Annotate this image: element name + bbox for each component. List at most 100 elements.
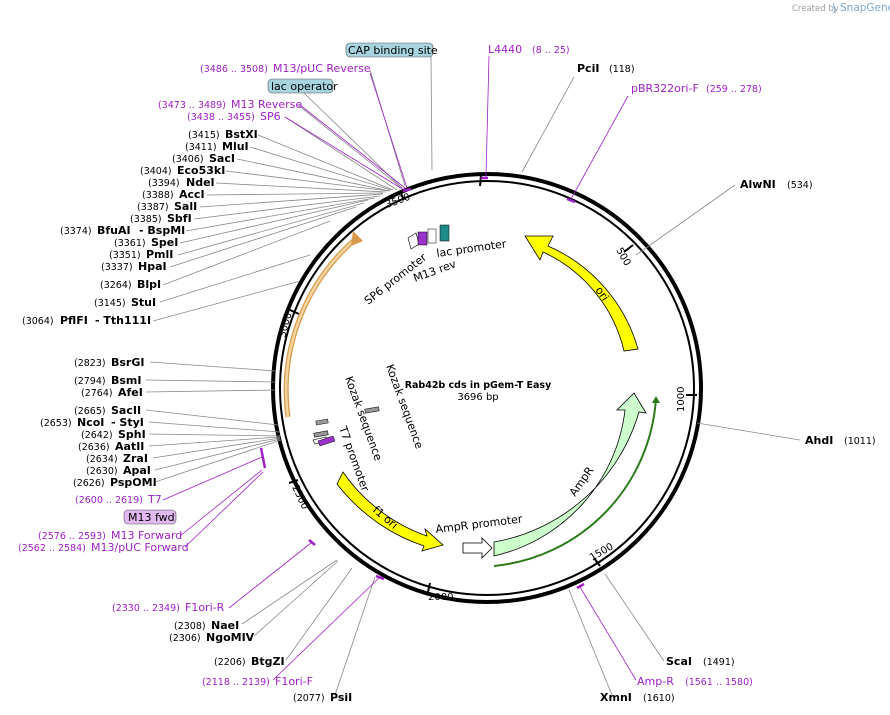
- primer-name: pBR322ori-F: [631, 82, 699, 95]
- enzyme-name: BsmI: [111, 374, 142, 387]
- enzyme-pos: (2764): [81, 388, 113, 399]
- primer-name: F1ori-F: [275, 675, 313, 688]
- enzyme-pos: (2823): [74, 358, 106, 369]
- enzyme-name: Eco53kI: [177, 164, 225, 177]
- enzyme-name: BfuAI: [97, 224, 131, 237]
- enzyme-name: ScaI: [666, 655, 692, 668]
- kozak-feature-1: [315, 418, 329, 426]
- primer-pos: (2600 .. 2619): [75, 495, 143, 506]
- cap-binding-feature: [439, 224, 450, 242]
- primer-pos: (8 .. 25): [532, 45, 570, 56]
- m13-rev-feature: [417, 231, 428, 246]
- enzyme-name: SacI: [209, 152, 235, 165]
- f1-ori-arrow: [336, 471, 444, 552]
- enzyme-pos: (3394): [148, 178, 180, 189]
- enzyme-pos: (3361): [114, 238, 146, 249]
- enzyme-name: PmlI: [146, 248, 173, 261]
- m13-fwd-box: [123, 509, 177, 525]
- cap-binding-site-box: [345, 42, 434, 58]
- enzyme-name-extra: - BspMI: [139, 224, 185, 237]
- enzyme-name: BlpI: [137, 278, 161, 291]
- backbone-outer: [271, 172, 703, 604]
- t7-feature: [317, 435, 336, 447]
- enzyme-name: SpeI: [151, 236, 178, 249]
- tick-label-3500: 3500: [384, 192, 412, 211]
- enzyme-name: BsrGI: [111, 356, 144, 369]
- enzyme-name: NdeI: [186, 176, 215, 189]
- enzyme-name: SalI: [174, 200, 197, 213]
- m13-fwd-label: M13 fwd: [128, 511, 175, 524]
- enzyme-pos: (3264): [100, 280, 132, 291]
- sp6-region-arc-inner: [285, 236, 359, 418]
- enzyme-name: AhdI: [805, 434, 833, 447]
- enzyme-pos: (3415): [188, 130, 220, 141]
- enzyme-name: PsiI: [330, 691, 352, 704]
- credit-created-by: Created by: [792, 4, 839, 14]
- enzyme-name: PflFI: [60, 314, 88, 327]
- primers-right: L4440 (8 .. 25) pBR322ori-F (259 .. 278)…: [488, 43, 762, 688]
- enzyme-pos: (3404): [140, 166, 172, 177]
- primer-name: M13/pUC Forward: [91, 541, 189, 554]
- enzyme-name: SphI: [118, 428, 146, 441]
- primer-pos: (2576 .. 2593): [38, 531, 106, 542]
- snapgene-logo-icon: ⟆: [832, 3, 836, 14]
- sp6-promoter-arrow: [407, 232, 420, 250]
- enzyme-name: AccI: [179, 188, 205, 201]
- primer-name: M13/pUC Reverse: [273, 62, 371, 75]
- enzyme-pos: (3337): [101, 262, 133, 273]
- enzyme-pos: (3406): [172, 154, 204, 165]
- primer-name: T7: [147, 493, 162, 506]
- tick-label-1000: 1000: [676, 387, 687, 412]
- enzymes-right: PciI (118) AlwNI (534) AhdI (1011) ScaI …: [577, 62, 876, 668]
- primer-name: SP6: [260, 110, 281, 123]
- primer-name: M13 Reverse: [231, 98, 302, 111]
- enzyme-name: ApaI: [123, 464, 151, 477]
- enzyme-pos: (2077): [293, 693, 325, 704]
- lac-operator-feature: [427, 228, 437, 244]
- cap-binding-site-label: CAP binding site: [348, 44, 438, 57]
- primer-pos: (1561 .. 1580): [685, 677, 753, 688]
- enzyme-name-extra: - Tth111I: [95, 314, 151, 327]
- plasmid-title: Rab42b cds in pGem-T Easy: [405, 380, 552, 391]
- enzyme-pos: (3064): [22, 316, 54, 327]
- enzyme-name-extra: - StyI: [111, 416, 144, 429]
- credit-brand: SnapGene: [840, 2, 890, 14]
- enzyme-pos: (3411): [185, 142, 217, 153]
- enzyme-pos: (2794): [74, 376, 106, 387]
- enzyme-pos: (534): [787, 180, 813, 191]
- enzyme-name: BstXI: [225, 128, 258, 141]
- sp6-region-arrowhead: [351, 231, 363, 246]
- enzyme-name: NcoI: [77, 416, 104, 429]
- enzyme-pos: (2634): [86, 454, 118, 465]
- enzyme-name: PspOMI: [110, 476, 157, 489]
- enzyme-pos: (2636): [78, 442, 110, 453]
- enzyme-name: AlwNI: [740, 178, 776, 191]
- kozak-feature-2: [313, 430, 329, 438]
- primers-left: (3486 .. 3508) M13/pUC Reverse (3473 .. …: [18, 62, 371, 688]
- enzyme-pos: (2653): [40, 418, 72, 429]
- primer-name: Amp-R: [637, 675, 674, 688]
- enzyme-pos: (3385): [130, 214, 162, 225]
- enzyme-name: NgoMIV: [206, 631, 255, 644]
- plasmid-length: 3696 bp: [457, 392, 498, 403]
- enzyme-pos: (2206): [214, 657, 246, 668]
- ampr-promoter-arrow: [462, 537, 493, 559]
- enzyme-pos: (1610): [643, 693, 675, 704]
- ori-arrow: [524, 235, 639, 352]
- primer-pos: (2562 .. 2584): [18, 543, 86, 554]
- enzyme-name: AfeI: [118, 386, 143, 399]
- kozak-label-2: Kozak sequence: [383, 363, 426, 451]
- enzyme-name: SacII: [111, 404, 141, 417]
- enzyme-pos: (1011): [844, 436, 876, 447]
- enzyme-name: HpaI: [138, 260, 167, 273]
- enzyme-pos: (3388): [142, 190, 174, 201]
- enzyme-name: ZraI: [123, 452, 148, 465]
- tick-marks: [288, 174, 697, 593]
- lac-operator-box: [267, 78, 334, 94]
- enzyme-pos: (118): [609, 64, 635, 75]
- primer-pos: (259 .. 278): [706, 84, 762, 95]
- enzyme-pos: (2306): [169, 633, 201, 644]
- enzyme-pos: (1491): [703, 657, 735, 668]
